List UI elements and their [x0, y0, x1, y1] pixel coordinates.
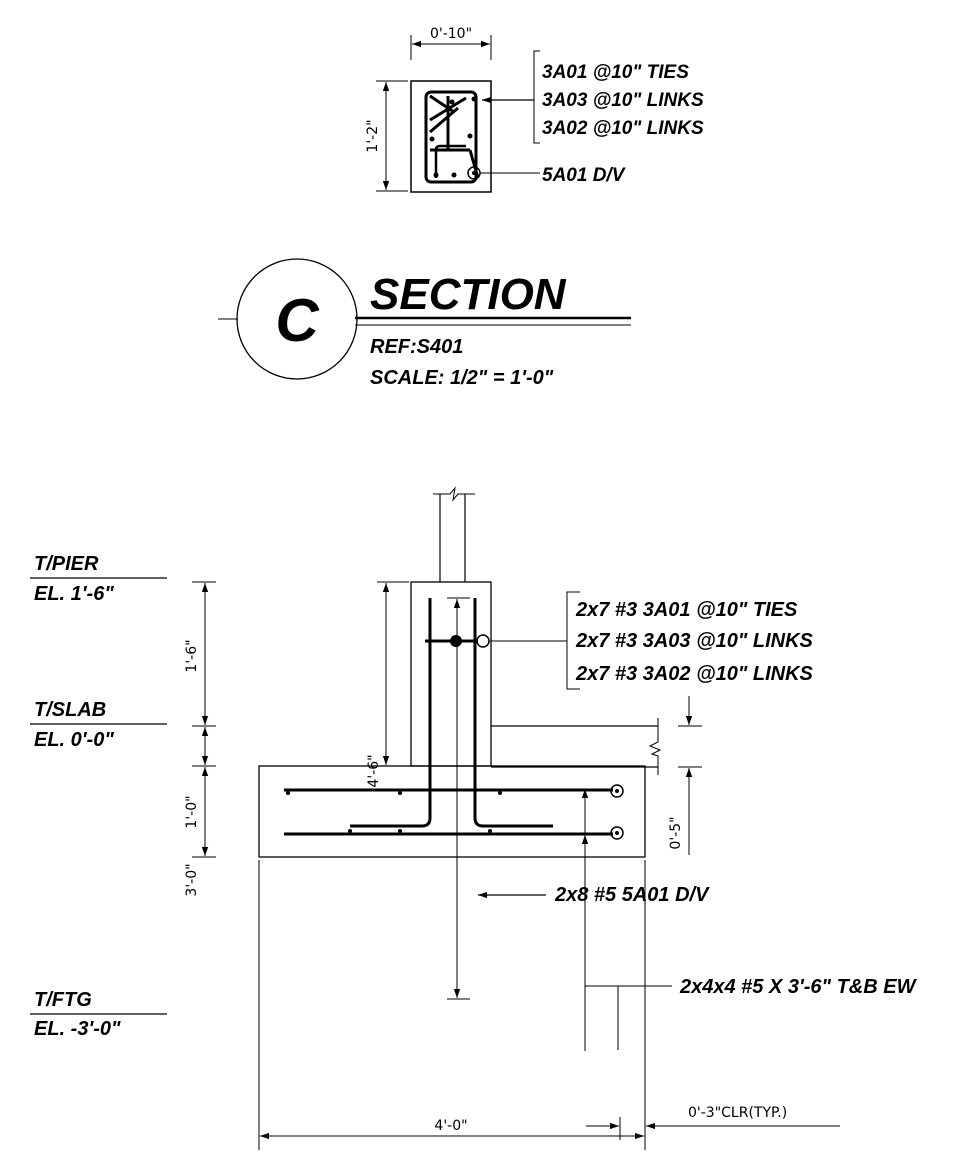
section-callout-links-1: 3A03 @10" LINKS [542, 90, 704, 111]
wall-height-dim: 3'-0" [184, 863, 200, 896]
svg-text:EL. 1'-6": EL. 1'-6" [34, 583, 114, 605]
section-width-dim: 0'-10" [430, 26, 472, 42]
pier-height-dim: 1'-6" [184, 639, 200, 672]
section-callout-links-2: 3A02 @10" LINKS [542, 118, 704, 139]
section-outline [410, 80, 492, 193]
footing-width-dim: 4'-0" [434, 1118, 467, 1134]
section-callout-dowel: 5A01 D/V [542, 165, 626, 186]
footing-outline [258, 765, 646, 858]
clear-cover-dim: 0'-3"CLR(TYP.) [688, 1105, 787, 1121]
elevation-callout-ties: 2x7 #3 3A01 @10" TIES [575, 599, 798, 621]
pier-outline [410, 581, 492, 767]
footing-depth-dim: 1'-0" [184, 795, 200, 828]
column-section: 0'-10" 1'-2" 3A01 @10" TIES 3A03 @10" LI… [365, 26, 704, 193]
footing-bar-callout: 2x4x4 #5 X 3'-6" T&B EW [679, 976, 918, 998]
svg-text:EL. -3'-0": EL. -3'-0" [34, 1018, 121, 1040]
section-name: SECTION [370, 270, 567, 319]
pier-elevation: 4'-6" 1'-6" 3'-0" 1'-0" T/PIER EL. 1'-6"… [30, 486, 918, 1150]
slab-break-line [648, 718, 662, 775]
section-marker-letter: C [275, 287, 320, 354]
dowel-bar-left [350, 598, 432, 828]
section-height-dim: 1'-2" [365, 119, 381, 152]
section-tie [424, 90, 478, 184]
svg-text:T/FTG: T/FTG [34, 989, 92, 1011]
elevation-callout-links-1: 2x7 #3 3A03 @10" LINKS [575, 630, 814, 652]
pier-break-line [433, 486, 475, 502]
bar-length-dim: 4'-6" [366, 754, 382, 787]
svg-text:T/PIER: T/PIER [34, 553, 99, 575]
section-scale: SCALE: 1/2" = 1'-0" [370, 367, 554, 389]
section-title: C SECTION REF:S401 SCALE: 1/2" = 1'-0" [218, 258, 631, 389]
level-t-ftg: T/FTG EL. -3'-0" [30, 989, 167, 1040]
svg-text:EL. 0'-0": EL. 0'-0" [34, 729, 114, 751]
svg-text:T/SLAB: T/SLAB [34, 699, 106, 721]
level-t-slab: T/SLAB EL. 0'-0" [30, 699, 167, 751]
elevation-callout-links-2: 2x7 #3 3A02 @10" LINKS [575, 663, 814, 685]
dowel-callout: 2x8 #5 5A01 D/V [554, 884, 710, 906]
section-ref: REF:S401 [370, 336, 463, 358]
level-t-pier: T/PIER EL. 1'-6" [30, 553, 167, 605]
dowel-bar-right [473, 598, 553, 828]
section-callout-ties: 3A01 @10" TIES [542, 62, 689, 83]
slab-thickness-dim: 0'-5" [668, 816, 684, 849]
